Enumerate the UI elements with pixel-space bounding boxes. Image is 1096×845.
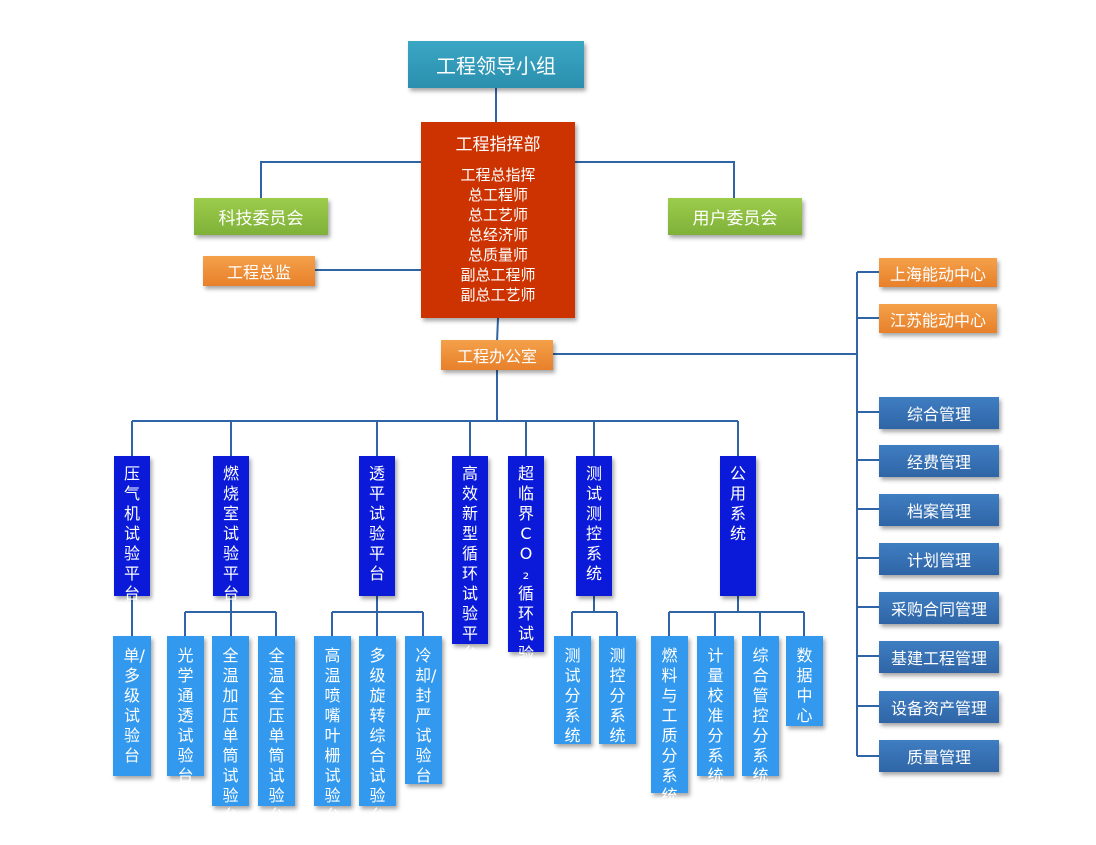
platform-box: 压气机试验平台 xyxy=(114,456,150,603)
hq-member: 总工程师 xyxy=(467,186,528,204)
platform-box: 高效新型循环试验平台 xyxy=(452,456,488,663)
platform-label: 压气机试验平台 xyxy=(123,464,140,603)
center-label: 江苏能动中心 xyxy=(889,310,986,330)
management-box: 采购合同管理 xyxy=(879,592,999,624)
sub-unit-box: 综合管控分系统 xyxy=(742,636,779,785)
management-box: 设备资产管理 xyxy=(879,691,999,723)
platform-label: 高效新型循环试验平台 xyxy=(461,464,478,663)
management-box: 计划管理 xyxy=(879,543,999,575)
sub-unit-label: 计量校准分系统 xyxy=(707,646,724,785)
sub-unit-box: 单/多级试验台 xyxy=(113,636,151,776)
sub-unit-label: 光学通透试验台 xyxy=(177,646,194,785)
sub-unit-label: 单/多级试验台 xyxy=(123,646,145,765)
sub-unit-label: 全温加压单筒试验台 xyxy=(222,646,239,825)
management-label: 采购合同管理 xyxy=(890,600,987,619)
office-box: 工程办公室 xyxy=(441,340,553,370)
sub-unit-label: 测试分系统 xyxy=(564,646,581,745)
sub-unit-label: 燃料与工质分系统 xyxy=(661,646,678,805)
management-label: 综合管理 xyxy=(906,405,971,424)
management-box: 基建工程管理 xyxy=(879,641,999,673)
user-committee-box: 用户委员会 xyxy=(668,198,802,235)
sub-unit-box: 全温加压单筒试验台 xyxy=(212,636,249,825)
sub-unit-label: 全温全压单筒试验台 xyxy=(268,646,285,825)
center-box: 上海能动中心 xyxy=(879,258,997,287)
sub-unit-box: 冷却/封严试验台 xyxy=(405,636,442,785)
sub-unit-box: 多级旋转综合试验台 xyxy=(359,636,396,825)
management-box: 档案管理 xyxy=(879,494,999,526)
platform-label: 测试测控系统 xyxy=(585,464,602,583)
platform-label: 超临界CO₂循环试验平台 xyxy=(517,464,534,703)
hq-member: 总工艺师 xyxy=(467,206,528,224)
tech-committee-label: 科技委员会 xyxy=(218,209,304,229)
sub-unit-box: 光学通透试验台 xyxy=(167,636,204,785)
sub-unit-box: 高温喷嘴叶栅试验台 xyxy=(314,636,351,825)
supervisor-box: 工程总监 xyxy=(203,256,315,286)
sub-unit-box: 全温全压单筒试验台 xyxy=(258,636,295,825)
management-label: 经费管理 xyxy=(906,453,971,472)
center-box: 江苏能动中心 xyxy=(879,304,997,333)
platform-box: 公用系统 xyxy=(720,456,756,596)
hq-member: 总质量师 xyxy=(467,246,528,264)
management-box: 质量管理 xyxy=(879,740,999,772)
supervisor-label: 工程总监 xyxy=(226,263,291,282)
leadership-group-box: 工程领导小组 xyxy=(408,41,584,88)
management-label: 设备资产管理 xyxy=(890,699,987,718)
hq-member: 工程总指挥 xyxy=(460,166,536,184)
office-label: 工程办公室 xyxy=(456,347,537,366)
sub-unit-label: 多级旋转综合试验台 xyxy=(369,646,386,825)
user-committee-label: 用户委员会 xyxy=(692,209,778,229)
hq-member: 总经济师 xyxy=(467,226,528,244)
management-label: 质量管理 xyxy=(906,748,971,767)
management-label: 档案管理 xyxy=(906,502,971,521)
management-label: 基建工程管理 xyxy=(890,649,987,668)
management-box: 经费管理 xyxy=(879,445,999,477)
management-label: 计划管理 xyxy=(906,551,971,570)
platform-box: 测试测控系统 xyxy=(576,456,612,596)
sub-unit-box: 燃料与工质分系统 xyxy=(651,636,688,805)
leadership-group-label: 工程领导小组 xyxy=(436,54,556,78)
tech-committee-box: 科技委员会 xyxy=(194,198,328,235)
sub-unit-box: 测试分系统 xyxy=(554,636,591,745)
platform-box: 燃烧室试验平台 xyxy=(213,456,249,603)
sub-unit-label: 测控分系统 xyxy=(609,646,626,745)
platform-box: 透平试验平台 xyxy=(359,456,395,596)
center-label: 上海能动中心 xyxy=(889,264,986,284)
platform-box: 超临界CO₂循环试验平台 xyxy=(508,456,544,703)
sub-unit-label: 高温喷嘴叶栅试验台 xyxy=(324,646,341,825)
headquarters-title: 工程指挥部 xyxy=(455,135,541,155)
sub-unit-box: 计量校准分系统 xyxy=(697,636,734,785)
hq-member: 副总工程师 xyxy=(460,266,536,284)
sub-unit-label: 综合管控分系统 xyxy=(752,646,769,785)
platform-label: 燃烧室试验平台 xyxy=(222,464,239,603)
sub-unit-label: 数据中心 xyxy=(796,646,813,725)
headquarters-box: 工程指挥部 工程总指挥 总工程师 总工艺师 总经济师 总质量师 副总工程师 副总… xyxy=(421,122,575,318)
sub-unit-box: 数据中心 xyxy=(786,636,823,726)
sub-unit-box: 测控分系统 xyxy=(599,636,636,745)
sub-unit-label: 冷却/封严试验台 xyxy=(415,646,437,785)
platform-label: 透平试验平台 xyxy=(368,464,385,583)
hq-member: 副总工艺师 xyxy=(460,286,536,304)
platform-label: 公用系统 xyxy=(729,464,746,543)
management-box: 综合管理 xyxy=(879,397,999,429)
